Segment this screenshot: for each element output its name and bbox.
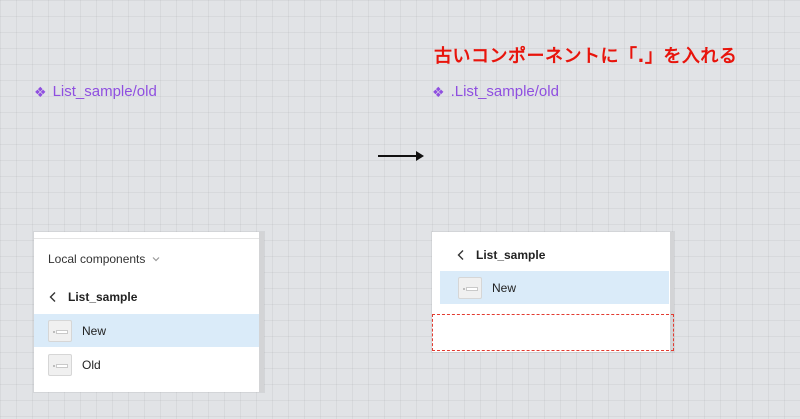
- list-item-new[interactable]: New: [34, 314, 259, 347]
- assets-panel-after: List_sample New: [432, 232, 674, 352]
- back-to-list-sample[interactable]: List_sample: [456, 248, 545, 262]
- component-thumbnail-icon: [48, 353, 72, 376]
- item-label: New: [82, 323, 107, 338]
- back-to-list-sample[interactable]: List_sample: [48, 290, 137, 304]
- arrow-right-icon: [378, 151, 424, 161]
- component-thumbnail-icon: [48, 319, 72, 342]
- section-title: Local components: [48, 252, 146, 266]
- list-item-old[interactable]: Old: [34, 348, 259, 381]
- chevron-left-icon: [457, 250, 464, 260]
- list-item-new[interactable]: New: [440, 271, 669, 304]
- local-components-dropdown[interactable]: Local components: [48, 252, 161, 266]
- folder-label: List_sample: [476, 248, 546, 262]
- scrollbar[interactable]: [670, 232, 674, 352]
- divider: [34, 238, 259, 239]
- component-label-old: ❖ List_sample/old: [34, 83, 157, 100]
- assets-panel-before: Local components List_sample New Old: [34, 232, 264, 392]
- component-name: .List_sample/old: [450, 83, 559, 100]
- item-label: New: [492, 280, 517, 295]
- component-name: List_sample/old: [52, 83, 157, 100]
- scrollbar[interactable]: [259, 232, 264, 392]
- item-label: Old: [82, 357, 101, 372]
- component-label-renamed: ❖ .List_sample/old: [432, 83, 559, 100]
- chevron-left-icon: [49, 292, 56, 302]
- chevron-down-icon: [152, 257, 160, 262]
- annotation-text: 古いコンポーネントに「.」を入れる: [434, 46, 738, 67]
- hidden-item-highlight: [432, 314, 674, 351]
- component-diamond-icon: ❖: [34, 83, 47, 100]
- folder-label: List_sample: [68, 290, 138, 304]
- component-thumbnail-icon: [458, 276, 482, 299]
- component-diamond-icon: ❖: [432, 83, 445, 100]
